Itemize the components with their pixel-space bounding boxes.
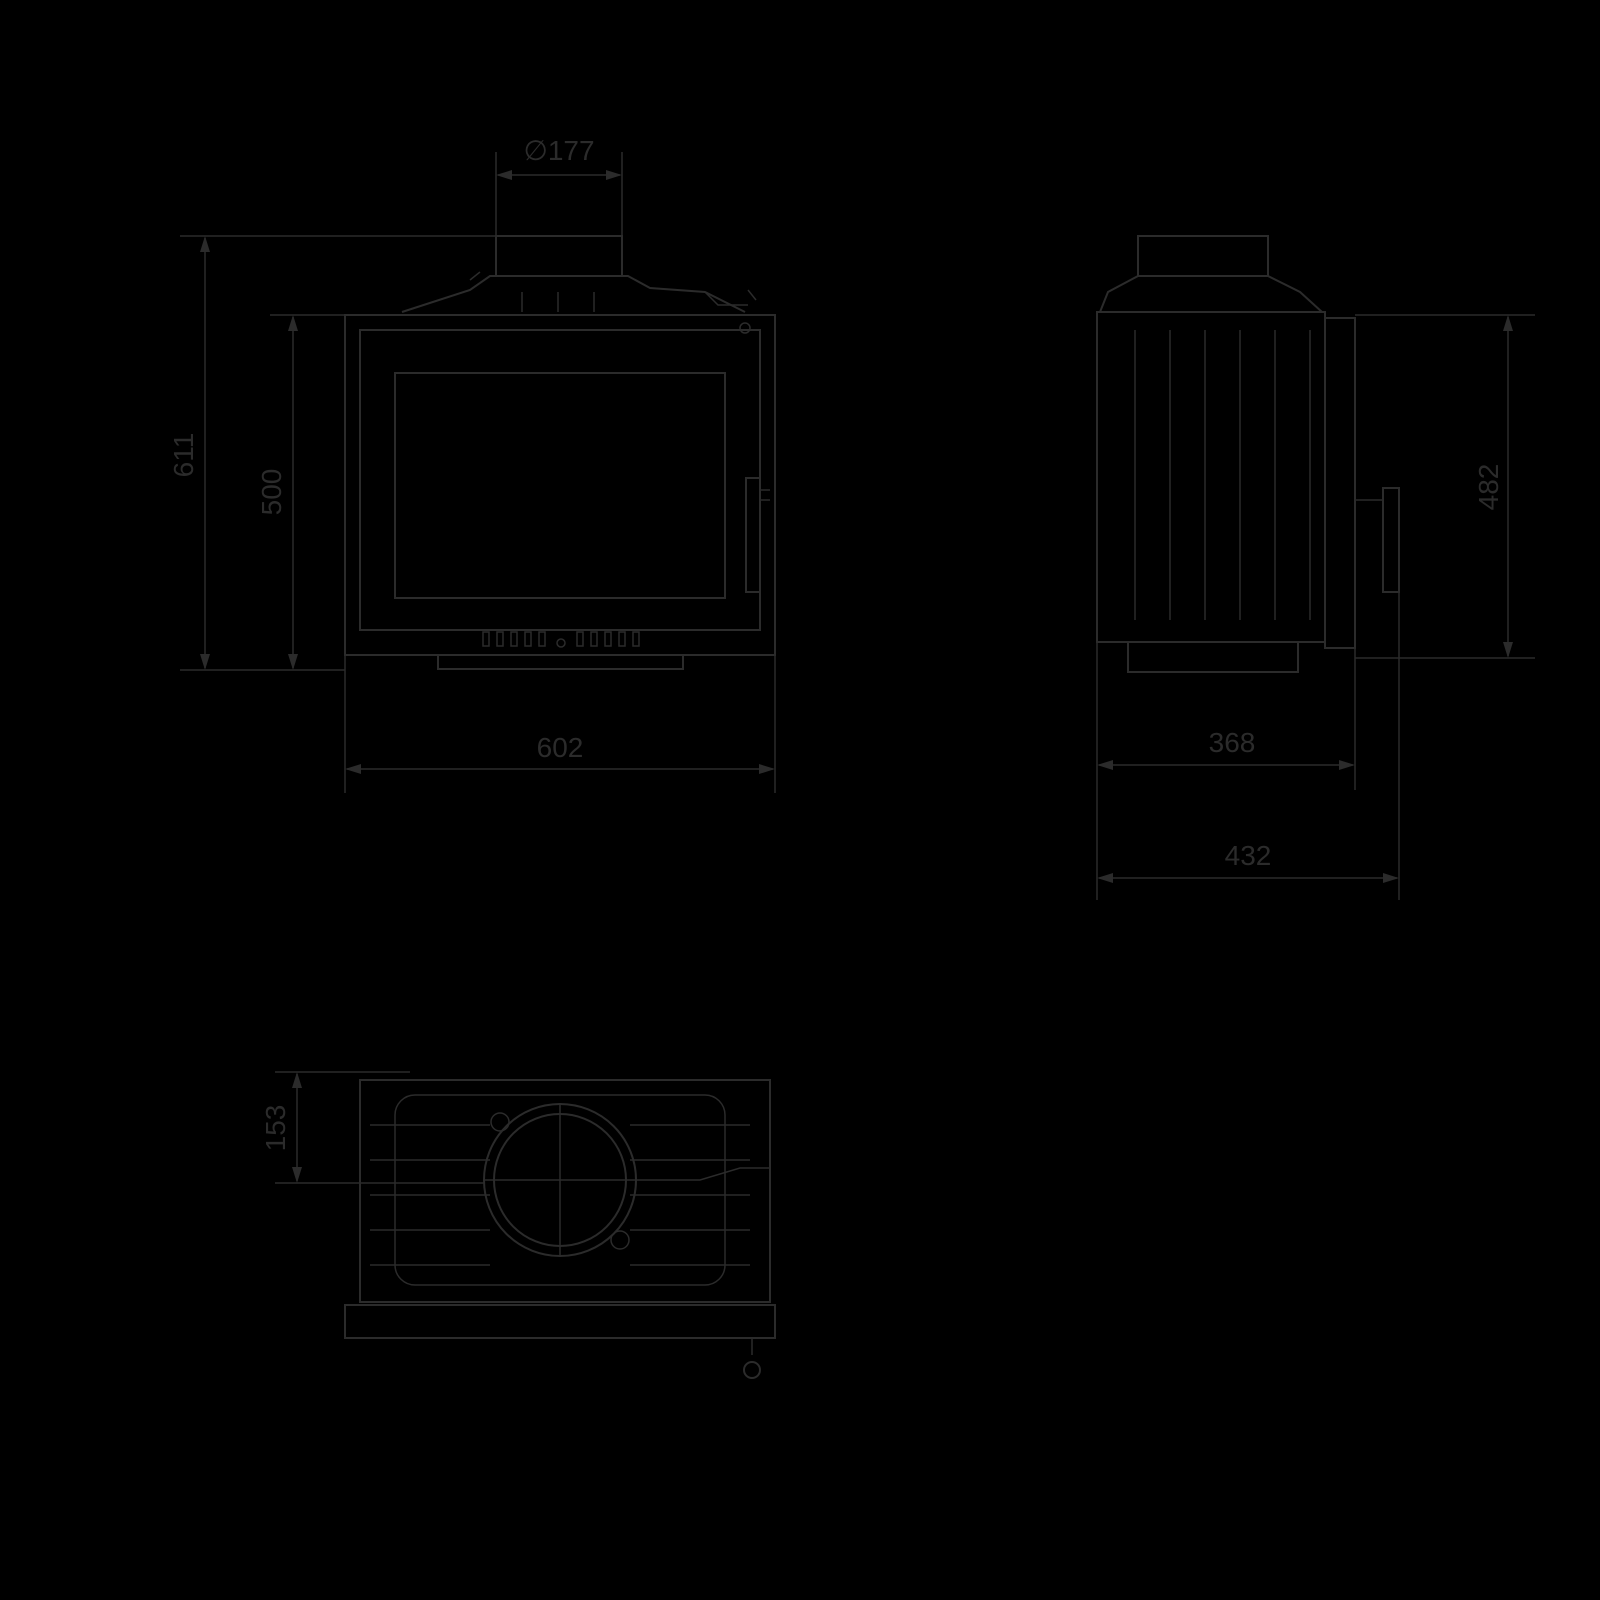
front-door-handle [745, 477, 761, 593]
side-dimensions: 482 368 432 [1096, 314, 1535, 900]
front-dimensions: ∅177 611 500 602 [168, 135, 776, 793]
front-flue-collar [495, 235, 623, 277]
top-damper-rod [636, 1167, 770, 1181]
top-depth-label: 153 [260, 1105, 291, 1152]
front-top-details [469, 271, 757, 306]
front-view [344, 235, 776, 670]
front-base-plinth [437, 654, 684, 670]
front-top-dome [401, 275, 746, 313]
top-flue-bolt-2 [610, 1230, 630, 1250]
side-depth-total-label: 432 [1225, 840, 1272, 871]
side-flue-collar [1137, 235, 1269, 277]
front-door-frame [359, 329, 761, 631]
side-depth-body-label: 368 [1209, 727, 1256, 758]
front-air-vents [482, 631, 640, 648]
side-body-outline [1096, 311, 1326, 643]
side-door-handle [1382, 487, 1400, 593]
front-body-outline [344, 314, 776, 656]
top-damper-knob [743, 1361, 761, 1379]
front-width-label: 602 [537, 732, 584, 763]
side-body-ribs [1134, 330, 1311, 620]
front-knob [739, 322, 751, 334]
side-top-dome [1099, 275, 1323, 313]
top-view [344, 1079, 776, 1379]
top-inner-outline [394, 1094, 726, 1286]
top-body-outline [359, 1079, 771, 1303]
side-height-label: 482 [1473, 464, 1504, 511]
side-door-profile [1324, 317, 1356, 649]
side-base-feet [1127, 641, 1299, 673]
side-view [1096, 235, 1400, 673]
top-dimensions: 153 [260, 1071, 484, 1184]
top-flue-bolt-1 [490, 1112, 510, 1132]
top-front-plate [344, 1304, 776, 1339]
flue-diameter-label: ∅177 [523, 135, 594, 166]
front-top-ribs [521, 292, 595, 312]
front-glass-window [394, 372, 726, 599]
total-height-label: 611 [168, 433, 199, 478]
body-height-label: 500 [256, 469, 287, 516]
top-ribs [370, 1124, 750, 1266]
